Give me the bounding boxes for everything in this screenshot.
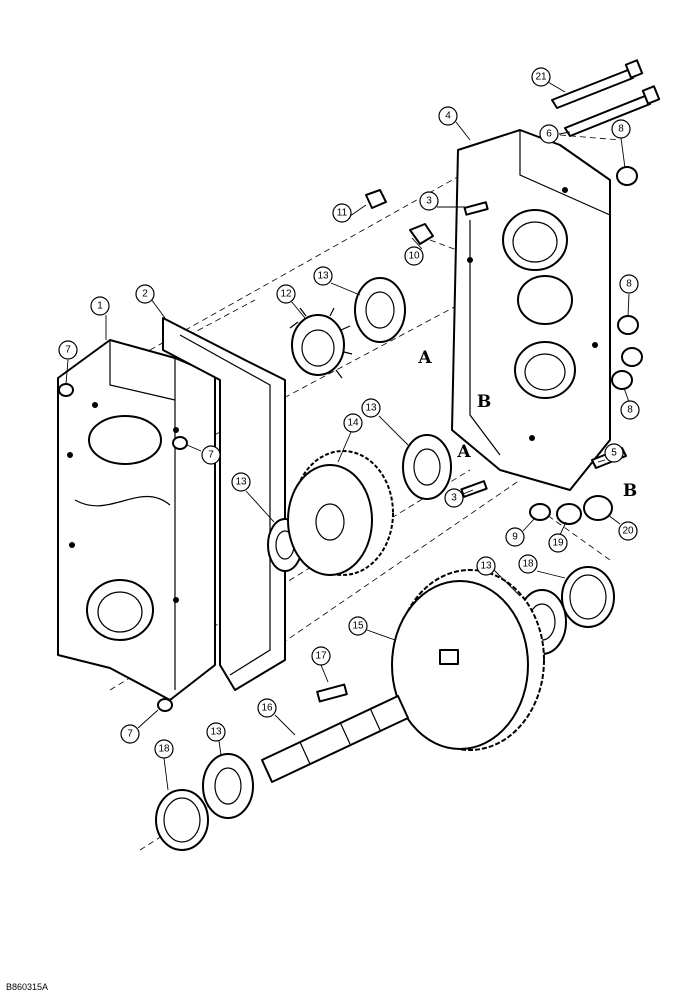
callout-circle-part-4 bbox=[438, 106, 458, 126]
callout-part-7-upper-left: 7 bbox=[65, 345, 71, 356]
callout-circle-part-13-left bbox=[231, 472, 251, 492]
callout-circle-part-16 bbox=[257, 698, 277, 718]
callout-circle-part-3-upper bbox=[419, 191, 439, 211]
compound-gear bbox=[287, 450, 394, 576]
callout-circle-part-18-right bbox=[518, 554, 538, 574]
callout-part-19: 19 bbox=[552, 538, 564, 549]
callout-circle-part-7-lower bbox=[120, 724, 140, 744]
callout-part-1: 1 bbox=[97, 301, 103, 312]
callout-part-12: 12 bbox=[280, 289, 292, 300]
front-housing bbox=[57, 339, 216, 701]
callout-circle-part-9 bbox=[505, 527, 525, 547]
callout-part-8-middle: 8 bbox=[626, 279, 632, 290]
callout-part-8-lower: 8 bbox=[627, 405, 633, 416]
callout-circle-part-19 bbox=[548, 533, 568, 553]
small-gear bbox=[289, 307, 353, 379]
callout-circle-part-18-lower bbox=[154, 739, 174, 759]
callout-part-3-upper: 3 bbox=[426, 196, 432, 207]
letter-b-housing: B bbox=[477, 392, 491, 412]
callout-circle-part-11 bbox=[332, 203, 352, 223]
callout-circle-part-8-middle bbox=[619, 274, 639, 294]
leader-lines bbox=[65, 81, 630, 791]
callout-circle-part-1 bbox=[90, 296, 110, 316]
callout-part-20: 20 bbox=[622, 526, 634, 537]
callout-circle-part-13-center bbox=[361, 398, 381, 418]
letter-b-bolt: B bbox=[623, 481, 637, 501]
callout-part-5: 5 bbox=[611, 448, 617, 459]
callout-part-13-center: 13 bbox=[365, 403, 377, 414]
callout-part-21: 21 bbox=[535, 72, 547, 83]
callout-circle-part-8-lower bbox=[620, 400, 640, 420]
callout-circle-part-15 bbox=[348, 616, 368, 636]
callout-circle-part-17 bbox=[311, 646, 331, 666]
callout-part-14: 14 bbox=[347, 418, 359, 429]
callout-part-9: 9 bbox=[512, 532, 518, 543]
callout-circle-part-6 bbox=[539, 124, 559, 144]
dowel-pins bbox=[460, 201, 489, 498]
callout-part-2: 2 bbox=[142, 289, 148, 300]
callout-part-16: 16 bbox=[261, 703, 273, 714]
long-bolts bbox=[551, 59, 661, 137]
callout-part-6: 6 bbox=[546, 129, 552, 140]
shaft-key bbox=[316, 683, 348, 703]
callout-part-8-top: 8 bbox=[618, 124, 624, 135]
callout-part-15: 15 bbox=[352, 621, 364, 632]
callout-circle-part-12 bbox=[276, 284, 296, 304]
callout-part-3-lower: 3 bbox=[451, 493, 457, 504]
callout-circle-part-13-upper bbox=[313, 266, 333, 286]
callout-circle-part-8-top bbox=[611, 119, 631, 139]
callout-part-13-upper: 13 bbox=[317, 271, 329, 282]
rear-housing bbox=[451, 129, 611, 491]
callout-part-4: 4 bbox=[445, 111, 451, 122]
callout-circle-part-2 bbox=[135, 284, 155, 304]
callout-circle-part-5 bbox=[604, 443, 624, 463]
callout-part-17: 17 bbox=[315, 651, 327, 662]
large-gear bbox=[391, 569, 545, 751]
callout-part-13-lower: 13 bbox=[210, 727, 222, 738]
callout-circle-part-13-right bbox=[476, 556, 496, 576]
letter-a-bearing: A bbox=[456, 442, 471, 462]
callout-part-18-lower: 18 bbox=[158, 744, 170, 755]
seals bbox=[155, 566, 615, 851]
callout-circle-part-13-lower bbox=[206, 722, 226, 742]
callout-part-11: 11 bbox=[337, 208, 348, 219]
callout-circle-part-20 bbox=[618, 521, 638, 541]
callout-part-10: 10 bbox=[408, 251, 420, 262]
callout-circle-part-14 bbox=[343, 413, 363, 433]
callout-circle-part-21 bbox=[531, 67, 551, 87]
callout-labels: 1 2 3 3 4 5 6 7 7 7 8 8 8 9 10 11 12 bbox=[58, 67, 640, 759]
callout-part-7-lower: 7 bbox=[127, 729, 133, 740]
drawing-reference-number: B860315A bbox=[6, 982, 48, 992]
letter-a-housing: A bbox=[417, 348, 432, 368]
output-shaft bbox=[261, 695, 409, 783]
callout-part-13-left: 13 bbox=[235, 477, 247, 488]
callout-circle-part-10 bbox=[404, 246, 424, 266]
callout-part-13-right: 13 bbox=[480, 561, 492, 572]
bearings bbox=[202, 277, 567, 819]
callout-part-7-right: 7 bbox=[208, 450, 214, 461]
callout-circle-part-3-lower bbox=[444, 488, 464, 508]
reference-letters: A A B B bbox=[417, 348, 637, 501]
callout-circle-part-7-upper-left bbox=[58, 340, 78, 360]
callout-part-18-right: 18 bbox=[522, 559, 534, 570]
callout-circle-part-7-right bbox=[201, 445, 221, 465]
plugs-and-fittings bbox=[365, 166, 643, 390]
